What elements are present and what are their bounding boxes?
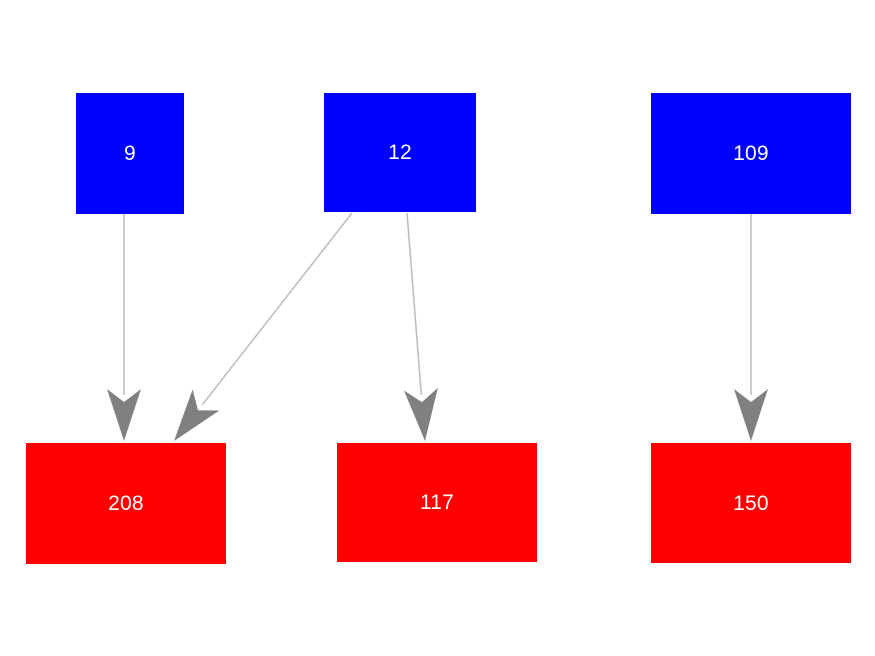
node-label: 9 xyxy=(124,142,136,165)
node-label: 109 xyxy=(733,142,769,165)
edge-arrowhead xyxy=(734,389,768,441)
node-label: 117 xyxy=(419,491,455,514)
edge-line xyxy=(406,212,423,396)
node-12[interactable]: 12 xyxy=(324,93,476,212)
node-150[interactable]: 150 xyxy=(651,443,851,563)
edge-arrowhead xyxy=(107,389,141,441)
edge-arrowhead xyxy=(174,389,220,441)
node-9[interactable]: 9 xyxy=(76,93,184,214)
node-label: 150 xyxy=(733,491,769,515)
edge-arrowhead xyxy=(403,387,438,441)
node-label: 12 xyxy=(388,141,412,164)
node-208[interactable]: 208 xyxy=(26,443,226,564)
edge-line xyxy=(201,212,353,406)
node-117[interactable]: 117 xyxy=(337,443,537,562)
node-label: 208 xyxy=(108,492,144,515)
node-109[interactable]: 109 xyxy=(651,93,851,214)
